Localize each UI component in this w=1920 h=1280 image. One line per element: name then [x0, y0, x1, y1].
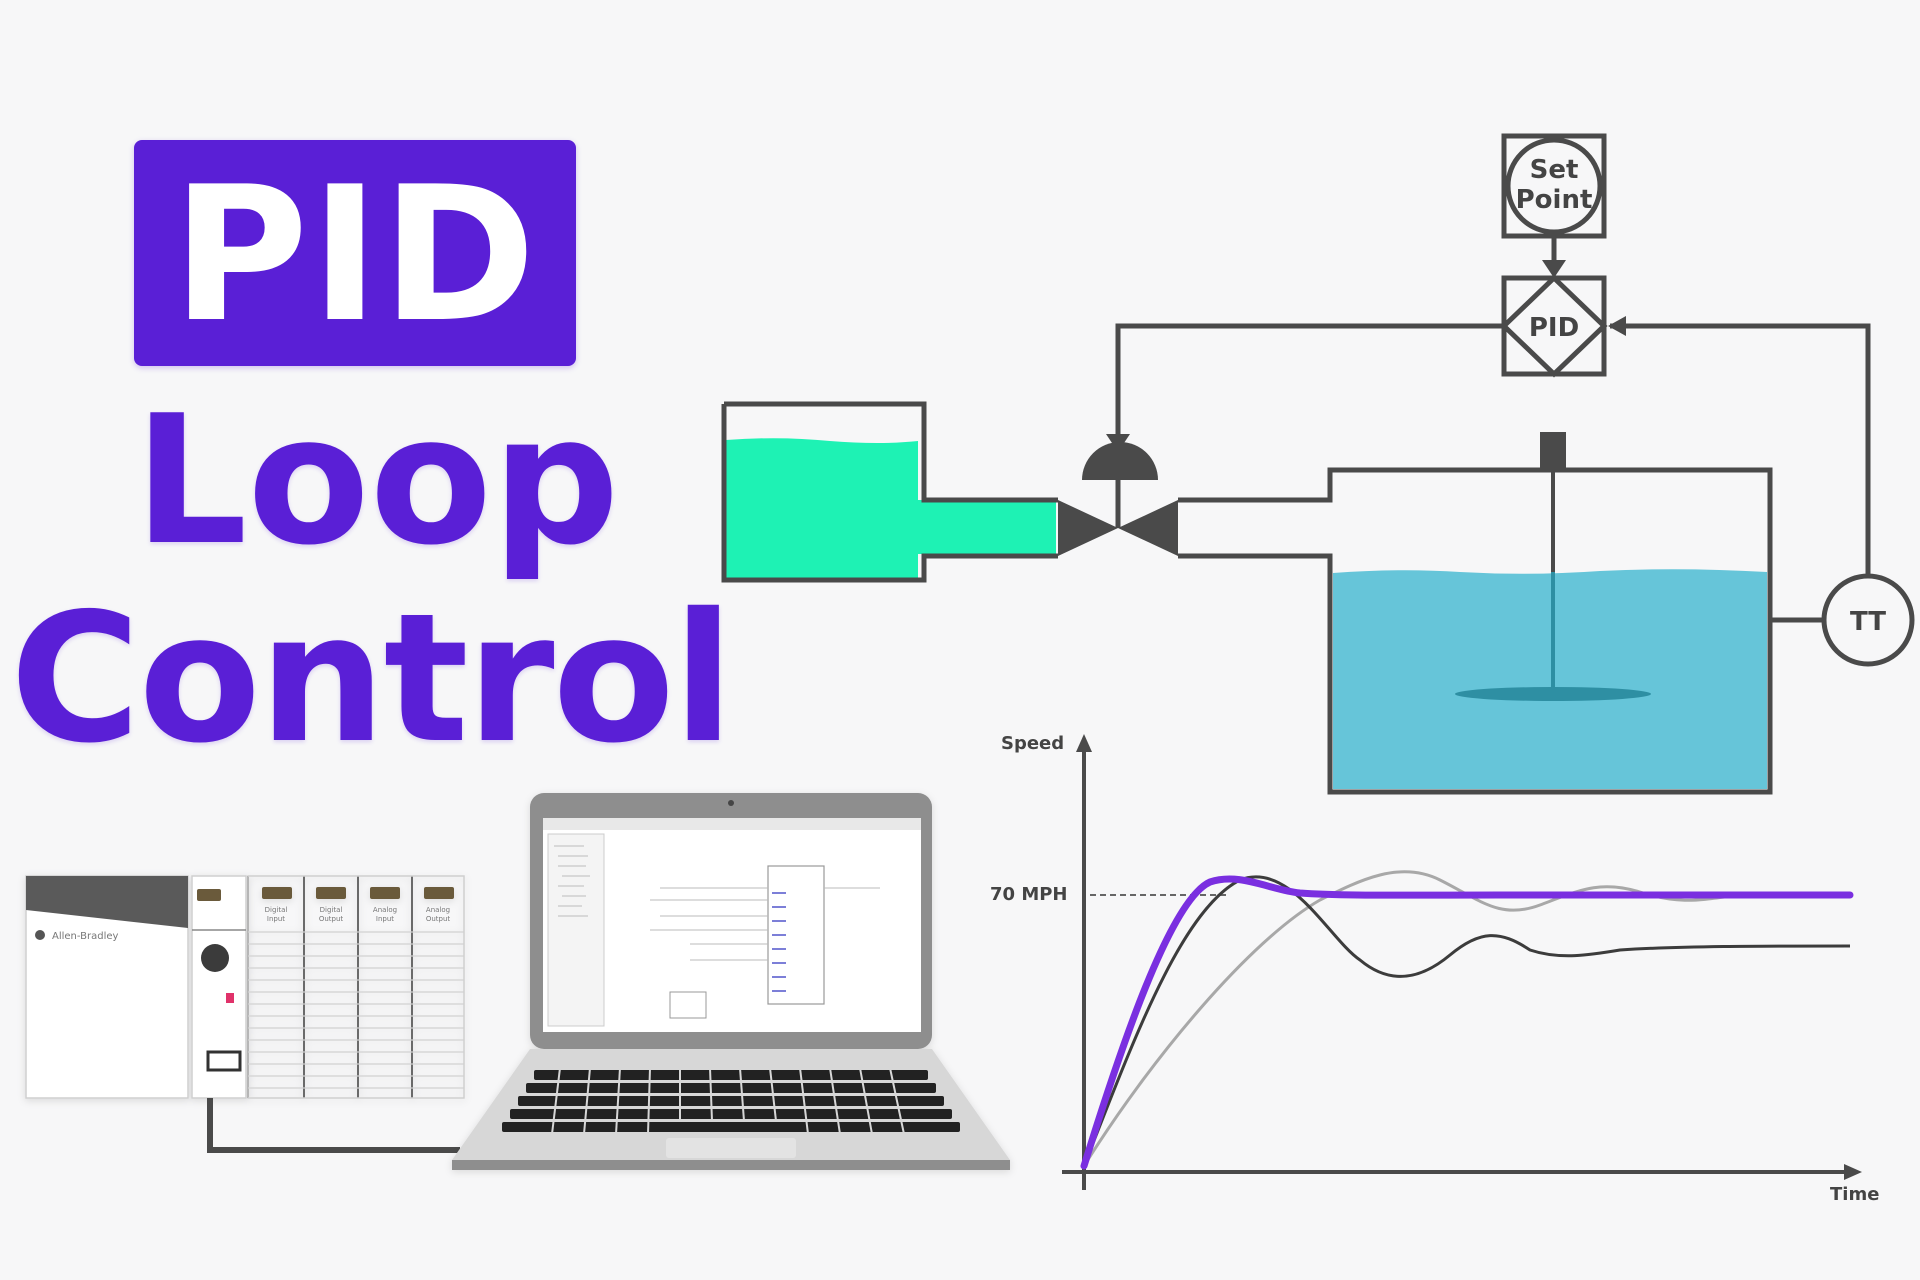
setpoint-icon: [1501, 133, 1607, 239]
setpoint-label-point: Point: [1516, 185, 1593, 215]
source-tank: [721, 401, 1058, 583]
module-2-label-2: Output: [319, 915, 344, 923]
x-axis-label: Time: [1830, 1184, 1879, 1205]
setpoint-label-set: Set: [1530, 155, 1579, 185]
keyswitch-icon: [201, 944, 229, 972]
process-pipe-and-tank-outline: [1178, 467, 1773, 795]
title-pid: PID: [172, 146, 538, 363]
plc-rack: Allen-Bradley: [25, 875, 465, 1099]
communication-cable: [207, 1098, 460, 1153]
title-badge: PID: [134, 140, 576, 366]
control-valve-icon: [1058, 442, 1178, 556]
agitator-icon: [1455, 432, 1651, 701]
curve-oscillating: [1082, 870, 1780, 1167]
ethernet-port-icon: [206, 1050, 242, 1072]
module-3-label-2: Input: [376, 915, 394, 923]
process-tank-fluid: [1333, 569, 1767, 789]
reference-label: 70 MPH: [990, 884, 1067, 905]
transmitter-label: TT: [1850, 607, 1886, 637]
process-diagram: [721, 133, 1915, 795]
title-control: Control: [10, 575, 734, 782]
pid-controller-icon: [1500, 274, 1608, 378]
plc-brand: Allen-Bradley: [52, 931, 119, 942]
curve-tuned: [1080, 875, 1854, 1170]
response-chart: [1062, 734, 1862, 1190]
laptop-icon: [452, 793, 1010, 1170]
module-1-label-1: Digital: [265, 906, 288, 914]
module-1-label-2: Input: [267, 915, 285, 923]
y-axis-label: Speed: [1001, 733, 1064, 754]
module-2-label-1: Digital: [320, 906, 343, 914]
curve-underdamped: [1082, 875, 1851, 1167]
module-3-label-1: Analog: [373, 906, 397, 914]
controller-label: PID: [1529, 313, 1579, 343]
module-4-label-2: Output: [426, 915, 451, 923]
module-4-label-1: Analog: [426, 906, 450, 914]
title-loop: Loop: [134, 377, 620, 584]
